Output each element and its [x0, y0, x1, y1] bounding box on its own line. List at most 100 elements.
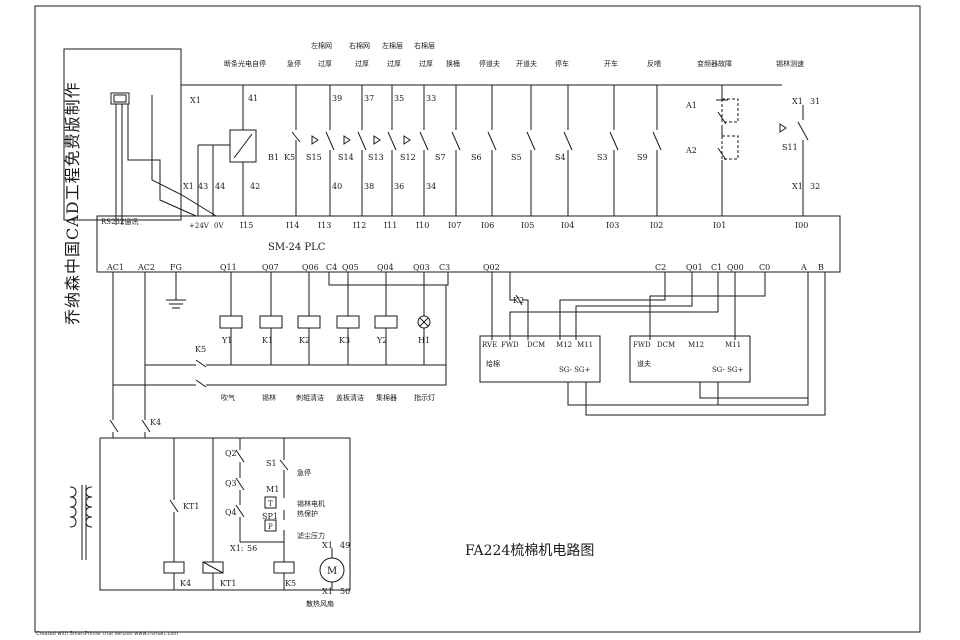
relay-contact: Q4 — [225, 508, 237, 517]
input-desc: 右棉层 — [414, 41, 435, 50]
input-terminal: I12 — [353, 221, 366, 230]
safety-label: 急停 — [297, 468, 311, 477]
power-label-24v: +24V — [189, 222, 210, 230]
terminal-x1: X1 — [183, 182, 194, 191]
relay-contact: K4 — [150, 418, 161, 427]
switch-label: S7 — [435, 153, 446, 162]
input-desc: 过厚 — [355, 59, 369, 68]
switch-label: K5 — [284, 153, 295, 162]
output-terminal: C0 — [759, 263, 770, 272]
wire-number: 35 — [394, 94, 404, 103]
drawing-frame — [34, 5, 921, 633]
input-terminal: I07 — [448, 221, 461, 230]
inverter-name: 道夫 — [637, 359, 651, 368]
coil-label: H1 — [418, 336, 430, 345]
output-terminal: Q01 — [686, 263, 703, 272]
inverter-feed — [479, 335, 601, 383]
switch-label: S13 — [368, 153, 384, 162]
relay-contact: Q2 — [225, 449, 237, 458]
output-terminal: Q02 — [483, 263, 500, 272]
wire-number: 56 — [247, 544, 257, 553]
input-terminal: I01 — [713, 221, 726, 230]
side-text: 乔纳森中国CAD工程免费版制作 — [63, 81, 82, 325]
terminal-x1: X1 — [190, 96, 201, 105]
input-terminal: I04 — [561, 221, 574, 230]
bottom-coil: KT1 — [220, 579, 236, 588]
output-terminal: C3 — [439, 263, 450, 272]
wire-number: 37 — [364, 94, 374, 103]
input-terminal: I02 — [650, 221, 663, 230]
wire-number: 32 — [810, 182, 820, 191]
input-desc: 锡林测速 — [776, 59, 804, 68]
input-terminal: I15 — [240, 221, 253, 230]
switch-label: B1 — [268, 153, 279, 162]
relay-contact: K5 — [195, 345, 206, 354]
output-terminal: B — [818, 263, 824, 272]
wire-number: 38 — [364, 182, 374, 191]
wire-number: 42 — [250, 182, 260, 191]
relay-contact: Q3 — [225, 479, 237, 488]
output-terminal: C2 — [655, 263, 666, 272]
inverter-terminal: M11 — [577, 341, 593, 349]
input-desc: 断条光电自停 — [224, 59, 266, 68]
inverter-terminal: M12 — [688, 341, 704, 349]
switch-label: S11 — [782, 143, 798, 152]
relay-contact: K2 — [513, 296, 524, 305]
coil-desc: 锡林 — [262, 393, 276, 402]
inverter-name: 给棉 — [486, 359, 500, 368]
sensor-slash — [233, 133, 253, 159]
input-desc: 左棉网 — [311, 41, 332, 50]
input-terminal: I06 — [481, 221, 494, 230]
rs232-label: RS232通讯 — [101, 217, 138, 226]
inverter-terminal: RVE — [482, 341, 497, 349]
input-desc: 右棉网 — [349, 41, 370, 50]
output-terminal: Q00 — [727, 263, 744, 272]
input-desc: 过厚 — [419, 59, 433, 68]
input-desc: 过厚 — [318, 59, 332, 68]
lower-circuit — [69, 415, 351, 591]
inverter-terminal: M11 — [725, 341, 741, 349]
safety-label: T — [268, 500, 273, 508]
safety-label: 滤尘压力 — [297, 531, 325, 540]
wire-number: 43 — [198, 182, 208, 191]
output-terminal: Q06 — [302, 263, 319, 272]
inverter-sg: SG- SG+ — [559, 366, 590, 374]
safety-label: 热保护 — [297, 509, 318, 518]
rs232-port-inner — [113, 94, 127, 103]
input-desc: 急停 — [287, 59, 301, 68]
output-terminal: Q11 — [220, 263, 237, 272]
coil-desc: 吹气 — [221, 393, 235, 402]
coil-label: K1 — [262, 336, 273, 345]
output-terminal: AC1 — [106, 263, 124, 272]
terminal-x1: X1 — [322, 541, 333, 550]
footer-credit: Created with SmartPrinter trial version … — [36, 631, 179, 637]
input-terminal: I13 — [318, 221, 331, 230]
output-terminal: C4 — [326, 263, 337, 272]
output-terminal: Q07 — [262, 263, 279, 272]
output-terminal: Q03 — [413, 263, 430, 272]
inverter-terminal: FWD — [501, 341, 519, 349]
switch-label: S9 — [637, 153, 648, 162]
input-desc: 过厚 — [387, 59, 401, 68]
output-terminal: AC2 — [137, 263, 155, 272]
output-wiring — [112, 272, 826, 416]
terminal-x1: X1 — [322, 587, 333, 596]
switch-label: S4 — [555, 153, 566, 162]
wire-number: 50 — [340, 587, 350, 596]
inverter-sg: SG- SG+ — [712, 366, 743, 374]
input-desc: 开车 — [604, 59, 618, 68]
wire-number: 34 — [426, 182, 436, 191]
coil-desc: 盖板清洁 — [336, 393, 364, 402]
switch-label: A1 — [685, 101, 697, 110]
coil-desc: 集棉器 — [376, 393, 397, 402]
inverter-terminal: M12 — [556, 341, 572, 349]
switch-label: A2 — [685, 146, 697, 155]
coil-desc: 刺辊清洁 — [296, 393, 324, 402]
coil-label: K3 — [339, 336, 350, 345]
coil-label: K2 — [299, 336, 310, 345]
input-desc: 停车 — [555, 59, 569, 68]
switch-label: S3 — [597, 153, 608, 162]
input-terminal: I11 — [384, 221, 397, 230]
wire-number: 39 — [332, 94, 342, 103]
switch-label: S15 — [306, 153, 322, 162]
